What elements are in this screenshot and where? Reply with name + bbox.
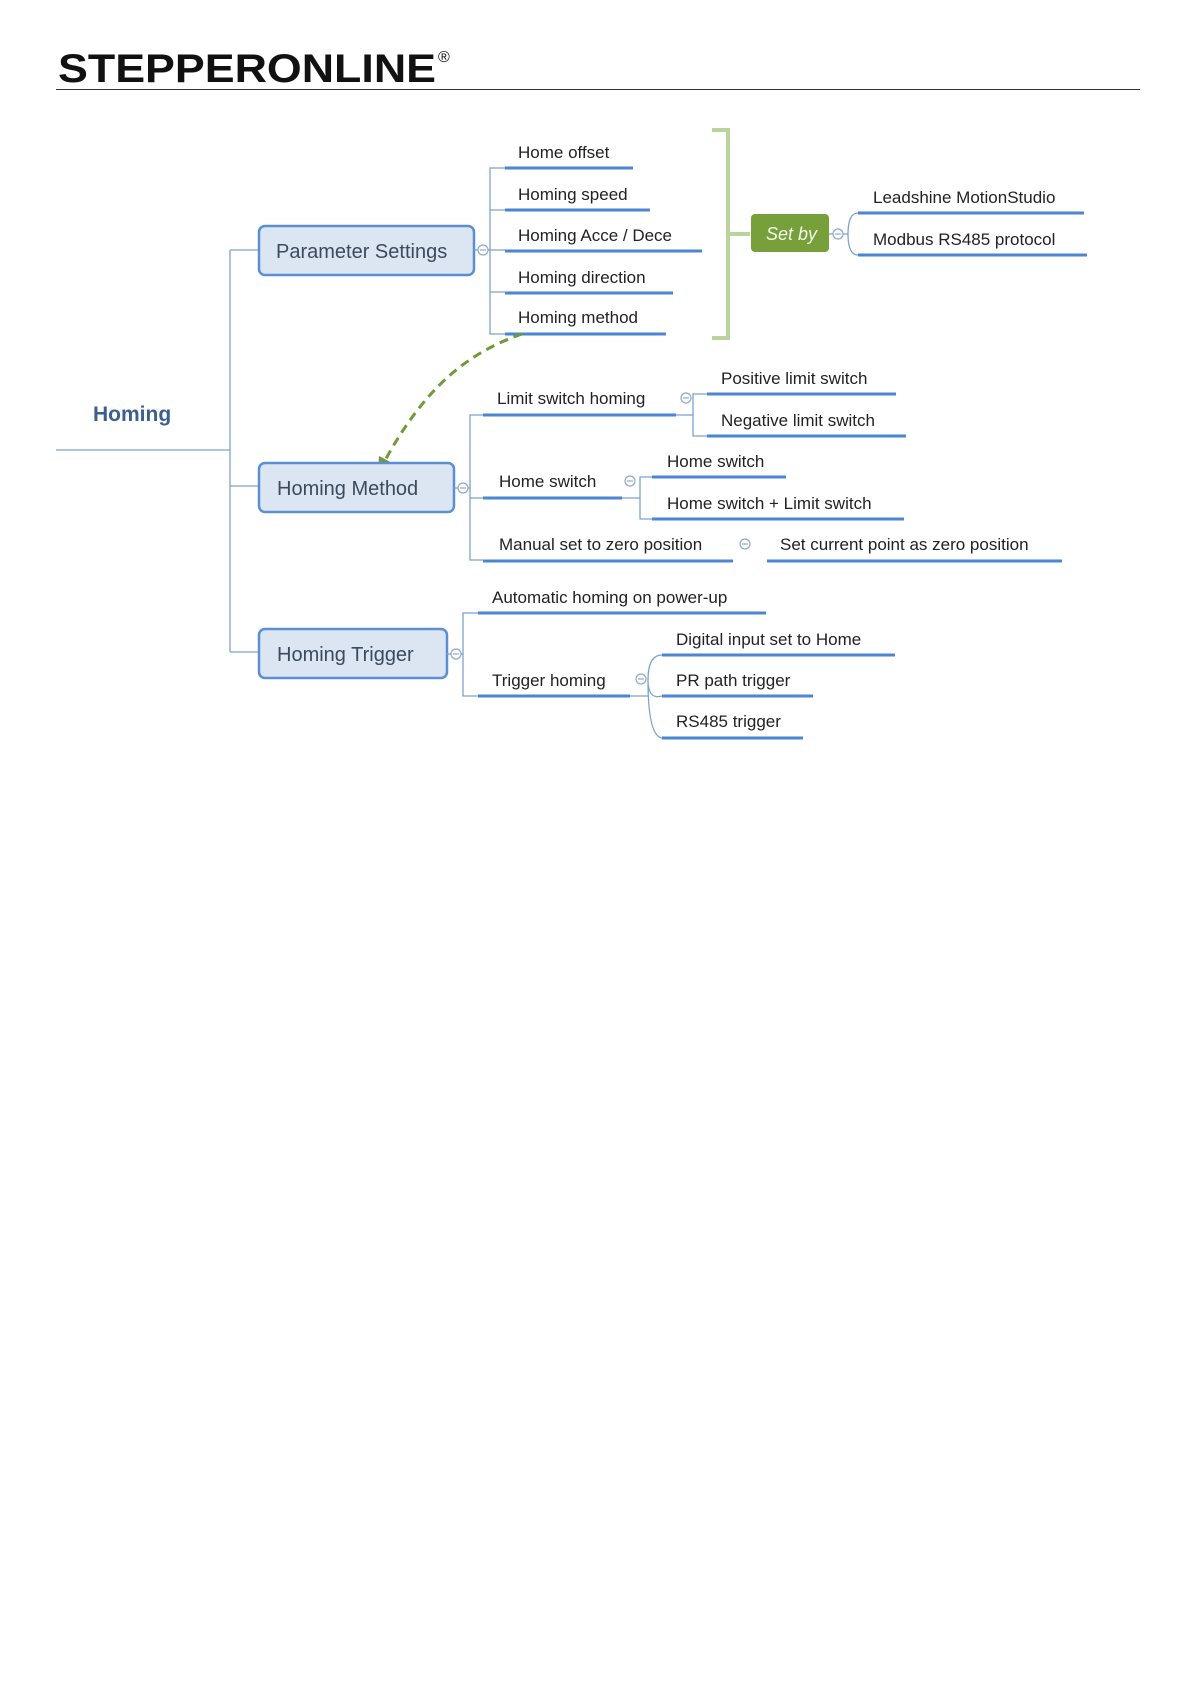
homing-method-arrow [378, 332, 523, 473]
trigger-item: Trigger homing [478, 671, 630, 698]
svg-text:Set current point as zero posi: Set current point as zero position [780, 535, 1029, 554]
set-by-node: Set by [751, 214, 829, 252]
svg-text:Home switch: Home switch [499, 472, 596, 491]
svg-text:Negative limit switch: Negative limit switch [721, 411, 875, 430]
branch-homing-method: Homing Method Limit switch homing Positi… [257, 369, 1062, 563]
method-child: Positive limit switch [707, 369, 896, 396]
svg-text:Limit switch homing: Limit switch homing [497, 389, 645, 408]
svg-text:Home offset: Home offset [518, 143, 610, 162]
svg-text:Homing method: Homing method [518, 308, 638, 327]
svg-text:Home switch: Home switch [667, 452, 764, 471]
registered-mark: ® [438, 49, 450, 66]
parameter-settings-label: Parameter Settings [276, 241, 447, 263]
stepperonline-logo: STEPPERONLINE ® [58, 47, 450, 90]
param-item: Homing Acce / Dece [505, 226, 702, 253]
method-item: Manual set to zero position [483, 535, 733, 563]
svg-text:Positive limit switch: Positive limit switch [721, 369, 867, 388]
set-by-label: Set by [766, 224, 818, 244]
collapse-icon[interactable] [739, 538, 751, 550]
method-item: Home switch [483, 472, 622, 500]
collapse-icon[interactable] [624, 475, 636, 487]
svg-text:PR path trigger: PR path trigger [676, 671, 791, 690]
collapse-icon[interactable] [832, 228, 844, 240]
root-node: Homing [56, 403, 230, 451]
svg-text:RS485 trigger: RS485 trigger [676, 712, 781, 731]
collapse-icon[interactable] [450, 648, 462, 660]
trigger-item: Automatic homing on power-up [478, 588, 766, 615]
param-item: Homing speed [505, 185, 650, 212]
svg-text:Home switch + Limit switch: Home switch + Limit switch [667, 494, 872, 513]
root-label: Homing [93, 403, 171, 426]
method-child: Set current point as zero position [767, 535, 1062, 563]
param-item: Homing direction [505, 268, 673, 295]
homing-mind-map: Homing Parameter Settings Home offset Ho… [56, 128, 1087, 740]
collapse-icon[interactable] [635, 673, 647, 685]
root-trunk [229, 249, 259, 653]
brand-wordmark: STEPPERONLINE [58, 47, 436, 90]
trigger-child: Digital input set to Home [662, 630, 895, 657]
page-header: STEPPERONLINE ® [58, 44, 1138, 92]
homing-method-label: Homing Method [277, 478, 418, 500]
svg-text:Leadshine MotionStudio: Leadshine MotionStudio [873, 188, 1055, 207]
set-by-target: Modbus RS485 protocol [858, 230, 1087, 257]
homing-trigger-label: Homing Trigger [277, 644, 414, 666]
svg-text:Manual set to zero position: Manual set to zero position [499, 535, 702, 554]
branch-parameter-settings: Parameter Settings Home offset Homing sp… [257, 128, 1087, 473]
header-divider [56, 89, 1140, 90]
svg-text:Trigger homing: Trigger homing [492, 671, 606, 690]
grouping-bracket [712, 128, 730, 340]
svg-text:Homing Acce / Dece: Homing Acce / Dece [518, 226, 672, 245]
method-child: Negative limit switch [707, 411, 906, 438]
set-by-target: Leadshine MotionStudio [858, 188, 1084, 215]
svg-text:Automatic homing on power-up: Automatic homing on power-up [492, 588, 727, 607]
svg-text:Homing direction: Homing direction [518, 268, 646, 287]
svg-text:Modbus RS485 protocol: Modbus RS485 protocol [873, 230, 1055, 249]
svg-text:Digital input set to Home: Digital input set to Home [676, 630, 861, 649]
collapse-icon[interactable] [457, 482, 469, 494]
trigger-child: PR path trigger [662, 671, 813, 698]
method-child: Home switch + Limit switch [652, 494, 904, 521]
param-item: Home offset [505, 143, 633, 170]
svg-text:Homing speed: Homing speed [518, 185, 628, 204]
method-item: Limit switch homing [483, 389, 676, 417]
collapse-icon[interactable] [680, 392, 692, 404]
trigger-child: RS485 trigger [662, 712, 803, 740]
method-child: Home switch [652, 452, 786, 479]
collapse-icon[interactable] [477, 244, 489, 256]
branch-homing-trigger: Homing Trigger Automatic homing on power… [257, 588, 895, 740]
param-item: Homing method [505, 308, 666, 336]
